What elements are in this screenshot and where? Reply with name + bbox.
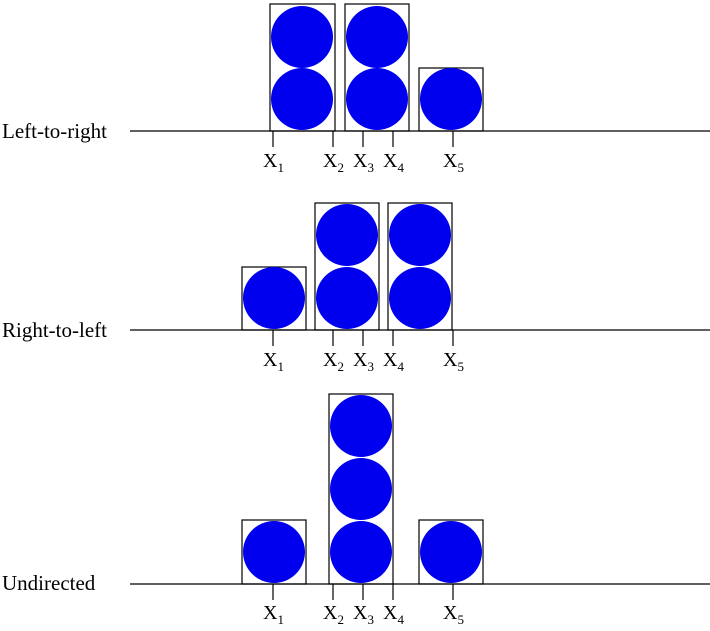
- ball: [243, 267, 305, 329]
- tick-label-x4: X4: [383, 150, 404, 175]
- row-label: Left-to-right: [2, 119, 107, 143]
- row-undirected: Undirected X1 X2 X3 X4 X5: [2, 393, 710, 627]
- tick-label-x5: X5: [443, 150, 464, 175]
- ball: [346, 6, 408, 68]
- stack-box: [344, 3, 410, 132]
- ball: [316, 267, 378, 329]
- ball: [330, 521, 392, 583]
- ball: [243, 521, 305, 583]
- ball: [271, 68, 333, 130]
- ball: [346, 68, 408, 130]
- ball: [330, 458, 392, 520]
- tick-label-x2: X2: [323, 602, 344, 627]
- ball: [389, 204, 451, 266]
- stack-box: [387, 202, 453, 331]
- stack-box: [241, 519, 307, 585]
- tick-label-x3: X3: [353, 602, 374, 627]
- ball: [316, 204, 378, 266]
- stack-box: [314, 202, 380, 331]
- row-right-to-left: Right-to-left X1 X2 X3 X4 X5: [2, 202, 710, 374]
- stack-box: [269, 3, 336, 132]
- stack-box: [328, 393, 394, 585]
- tick-label-x3: X3: [353, 150, 374, 175]
- row-label: Right-to-left: [2, 318, 107, 342]
- tick-label-x4: X4: [383, 602, 404, 627]
- tick-label-x1: X1: [263, 349, 284, 374]
- row-left-to-right: Left-to-right X1 X2 X3 X4 X5: [2, 3, 710, 175]
- tick-label-x2: X2: [323, 349, 344, 374]
- row-label: Undirected: [2, 571, 96, 595]
- tick-label-x5: X5: [443, 349, 464, 374]
- ball: [420, 68, 482, 130]
- tick-label-x4: X4: [383, 349, 404, 374]
- tick-label-x3: X3: [353, 349, 374, 374]
- tick-label-x1: X1: [263, 150, 284, 175]
- ball: [389, 267, 451, 329]
- tick-label-x1: X1: [263, 602, 284, 627]
- tick-label-x5: X5: [443, 602, 464, 627]
- ball: [271, 6, 333, 68]
- tick-label-x2: X2: [323, 150, 344, 175]
- ball: [420, 521, 482, 583]
- ball: [330, 395, 392, 457]
- stack-box: [418, 519, 484, 585]
